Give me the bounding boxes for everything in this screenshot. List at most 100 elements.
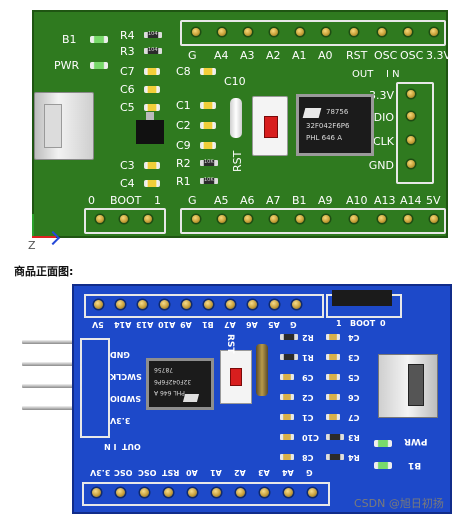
bottom-pin-5 xyxy=(296,215,304,223)
boot-pin-2 xyxy=(120,215,128,223)
voltage-regulator xyxy=(136,120,164,144)
top-pin-header xyxy=(84,294,324,318)
top-pin-8 xyxy=(248,300,257,309)
component-c3 xyxy=(144,162,160,169)
osc-out-label: OUT xyxy=(352,69,374,80)
top-pin-label-10: 3.3V xyxy=(426,49,452,62)
boot-0-label: 0 xyxy=(88,194,95,207)
bottom-pin-label-1: G xyxy=(188,194,197,207)
top-pin-label-5: A1 xyxy=(292,49,307,62)
component-label-c6: C6 xyxy=(348,393,360,402)
bottom-pin-2 xyxy=(218,215,226,223)
component-r2 xyxy=(280,334,298,340)
top-pin-9 xyxy=(270,300,279,309)
top-pin-label-9: A5 xyxy=(268,320,280,329)
bottom-pin-1 xyxy=(192,215,200,223)
side-male-pin-1 xyxy=(22,340,80,344)
top-pin-label-8: OSC xyxy=(374,49,398,62)
boot-label: BOOT xyxy=(350,319,376,328)
chip-text-2: 32F042F6P6 xyxy=(306,122,350,130)
bottom-pin-9 xyxy=(404,215,412,223)
bottom-pin-1 xyxy=(92,488,101,497)
bottom-pin-4 xyxy=(164,488,173,497)
crystal xyxy=(230,98,242,138)
bottom-pin-label-3: A6 xyxy=(240,194,255,207)
led-b1 xyxy=(90,36,108,43)
top-pin-label-2: A14 xyxy=(114,320,132,329)
bottom-pin-header xyxy=(180,208,446,234)
component-label-c7: C7 xyxy=(348,413,360,422)
bottom-pin-label-7: A10 xyxy=(346,194,368,207)
bottom-pin-8 xyxy=(378,215,386,223)
right-pin-label-1: 3.3V xyxy=(368,89,394,102)
component-label-r2: R2 xyxy=(176,157,191,170)
component-c7 xyxy=(144,68,160,75)
axis-gizmo: Z xyxy=(26,214,66,251)
side-male-pin-3 xyxy=(22,384,80,388)
top-pin-label-9: OSC xyxy=(400,49,424,62)
component-label-c4: C4 xyxy=(348,333,360,342)
component-r2: 10K xyxy=(200,160,218,166)
top-pin-8 xyxy=(378,28,386,36)
top-pin-label-7: A7 xyxy=(224,320,236,329)
component-c6 xyxy=(144,86,160,93)
component-c2 xyxy=(200,122,216,129)
bottom-pin-6 xyxy=(322,215,330,223)
chip-text-3: PHL 646 A xyxy=(154,389,185,396)
boot-1-label: 1 xyxy=(154,194,161,207)
top-pin-2 xyxy=(218,28,226,36)
top-pin-label-10: G xyxy=(290,320,297,329)
reset-button-cap[interactable] xyxy=(230,368,242,386)
bottom-pin-7 xyxy=(350,215,358,223)
component-c7 xyxy=(326,414,340,420)
led-pwr-label: PWR xyxy=(54,59,80,72)
component-label-c8: C8 xyxy=(176,65,191,78)
component-label-c9: C9 xyxy=(176,139,191,152)
axis-x-line xyxy=(32,236,56,238)
top-pin-9 xyxy=(404,28,412,36)
reset-button-cap[interactable] xyxy=(264,116,278,138)
component-code-r3: 104 xyxy=(148,47,158,53)
component-r3: 104 xyxy=(144,48,162,54)
top-pin-label-2: A4 xyxy=(214,49,229,62)
bottom-pin-8 xyxy=(260,488,269,497)
boot-label: BOOT xyxy=(110,194,142,207)
chip-text-3: PHL 646 A xyxy=(306,134,342,142)
top-pin-label-1: G xyxy=(188,49,197,62)
bottom-pin-label-5: B1 xyxy=(292,194,307,207)
component-code-r1: 10K xyxy=(204,177,214,183)
component-label-c5: C5 xyxy=(120,101,135,114)
top-pin-5 xyxy=(182,300,191,309)
component-c4 xyxy=(144,180,160,187)
bottom-pin-label-2: A5 xyxy=(214,194,229,207)
top-pin-label-1: 5V xyxy=(92,320,104,329)
top-pin-6 xyxy=(322,28,330,36)
component-c2 xyxy=(280,394,294,400)
component-c5 xyxy=(326,374,340,380)
regulator-tab xyxy=(146,112,154,120)
component-label-c2: C2 xyxy=(302,393,314,402)
component-label-c3: C3 xyxy=(120,159,135,172)
component-r4: 104 xyxy=(144,32,162,38)
right-pin-3 xyxy=(407,136,415,144)
component-c1 xyxy=(280,414,294,420)
bottom-pin-9 xyxy=(284,488,293,497)
top-pin-4 xyxy=(270,28,278,36)
bottom-pin-3 xyxy=(244,215,252,223)
component-c8 xyxy=(200,68,216,75)
led-pwr-label: PWR xyxy=(404,436,428,446)
osc-out-label: OUT xyxy=(122,442,141,451)
component-label-r3: R3 xyxy=(348,433,360,442)
boot-jumper xyxy=(332,290,392,306)
component-label-c3: C3 xyxy=(348,353,360,362)
top-pin-5 xyxy=(296,28,304,36)
boot-pin-1 xyxy=(96,215,104,223)
bottom-pin-label-7: A2 xyxy=(234,468,246,477)
component-r3 xyxy=(326,434,344,440)
top-pin-6 xyxy=(204,300,213,309)
top-pin-label-8: A6 xyxy=(246,320,258,329)
component-r1 xyxy=(280,354,298,360)
mcu-chip xyxy=(146,358,214,410)
component-label-c6: C6 xyxy=(120,83,135,96)
top-pin-label-7: RST xyxy=(346,49,368,62)
